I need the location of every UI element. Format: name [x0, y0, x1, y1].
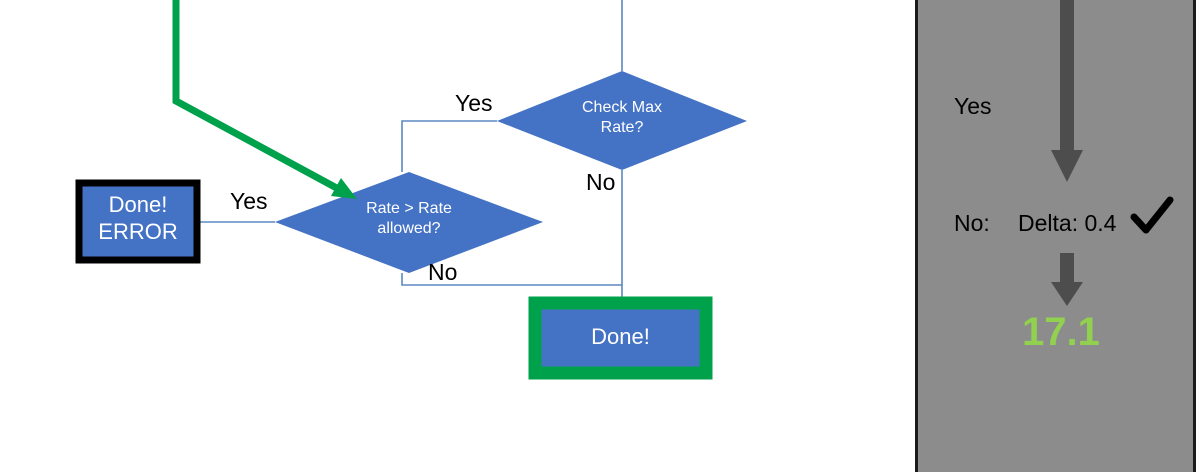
- connector-check-max-rate-yes: [401, 120, 497, 172]
- panel-result-value: 17.1: [1022, 310, 1100, 354]
- check-mark-icon: [1130, 196, 1174, 234]
- edge-label-rate-allowed-yes: Yes: [230, 188, 268, 214]
- edge-label-check-max-rate-no: No: [586, 169, 616, 195]
- process-done-error[interactable]: [75, 179, 201, 264]
- down-arrow-short-icon: [1051, 253, 1083, 306]
- highlight-path-arrowhead: [331, 178, 357, 199]
- decision-rate-gt-rate-allowed[interactable]: [275, 172, 543, 273]
- panel-label-delta: Delta: 0.4: [1018, 210, 1117, 236]
- edge-label-check-max-rate-yes: Yes: [455, 90, 493, 116]
- highlight-path-green: [172, 0, 346, 196]
- edge-label-rate-allowed-no: No: [428, 259, 458, 285]
- panel-label-yes: Yes: [954, 93, 992, 119]
- connector-rate-allowed-no: [401, 273, 622, 286]
- down-arrow-long-icon: [1051, 0, 1083, 182]
- result-panel: Yes No: Delta: 0.4 17.1: [915, 0, 1196, 472]
- process-done[interactable]: [528, 296, 713, 380]
- panel-label-no: No:: [954, 210, 990, 236]
- panel-arrows: [1051, 0, 1174, 306]
- decision-check-max-rate[interactable]: [497, 71, 747, 170]
